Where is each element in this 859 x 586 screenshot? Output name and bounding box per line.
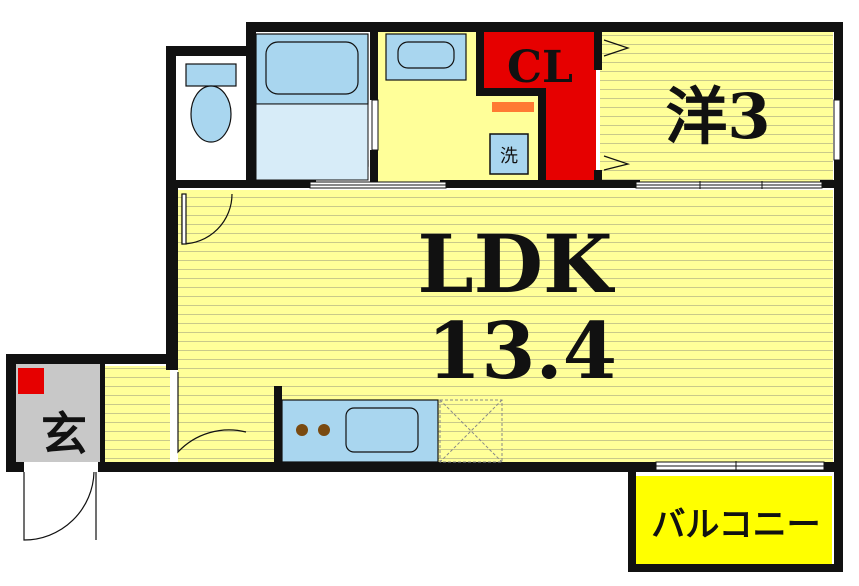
fridge-space (439, 399, 503, 463)
sink-icon (345, 407, 419, 453)
ldk-size: 13.4 (427, 306, 617, 397)
stove-burners-icon (296, 424, 308, 436)
walls (6, 22, 843, 572)
entrance-label: 玄 (41, 407, 87, 461)
sliding-doors (309, 99, 841, 471)
closet-label: CL (507, 42, 573, 93)
washer-icon: 洗 (489, 133, 529, 175)
washer-label: 洗 (500, 146, 518, 167)
washbasin-icon (385, 33, 467, 81)
western-room-label: 洋3 (665, 80, 770, 153)
entrance-marker (18, 368, 44, 394)
bathtub-icon (255, 33, 369, 181)
toilet-icon (185, 63, 237, 143)
balcony-floor (636, 476, 832, 564)
orange-marker (492, 102, 534, 112)
balcony-label: バルコニー (651, 505, 820, 545)
hall-floor (104, 366, 170, 462)
kitchen-counter (281, 399, 503, 463)
door-swings (23, 39, 631, 541)
closet-floor (484, 32, 596, 96)
ldk-label: LDK (417, 217, 615, 311)
western-room-floor (600, 30, 833, 182)
